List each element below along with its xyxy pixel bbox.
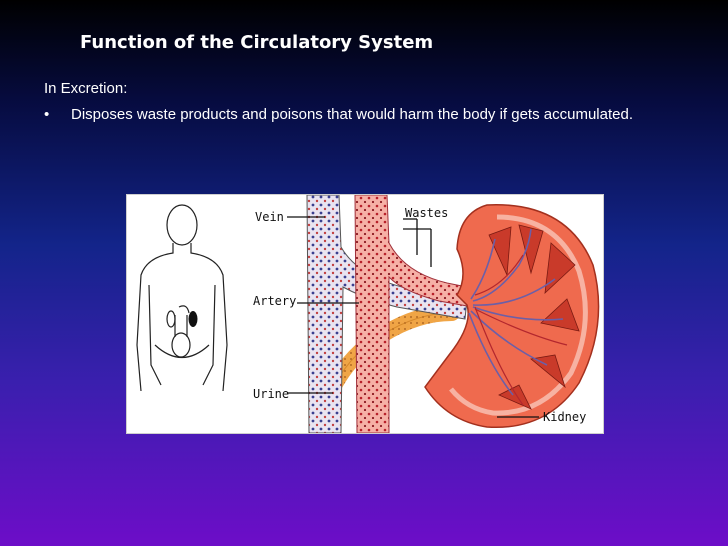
slide-title: Function of the Circulatory System [80, 32, 433, 53]
kidney-marker-icon [189, 311, 198, 327]
bullet-list: • Disposes waste products and poisons th… [44, 105, 684, 125]
label-wastes: Wastes [405, 206, 448, 220]
bullet-item: • Disposes waste products and poisons th… [44, 105, 684, 125]
label-kidney: Kidney [543, 410, 586, 424]
label-urine: Urine [253, 387, 289, 401]
body-outline-icon [137, 205, 227, 391]
kidney-diagram-svg: Vein Wastes Artery Urine Kidney [127, 195, 603, 433]
label-vein: Vein [255, 210, 284, 224]
bullet-text: Disposes waste products and poisons that… [71, 106, 633, 123]
label-artery: Artery [253, 294, 296, 308]
section-subheading: In Excretion: [44, 80, 127, 97]
bullet-dot-icon: • [44, 105, 49, 125]
kidney-diagram: Vein Wastes Artery Urine Kidney [126, 194, 604, 434]
